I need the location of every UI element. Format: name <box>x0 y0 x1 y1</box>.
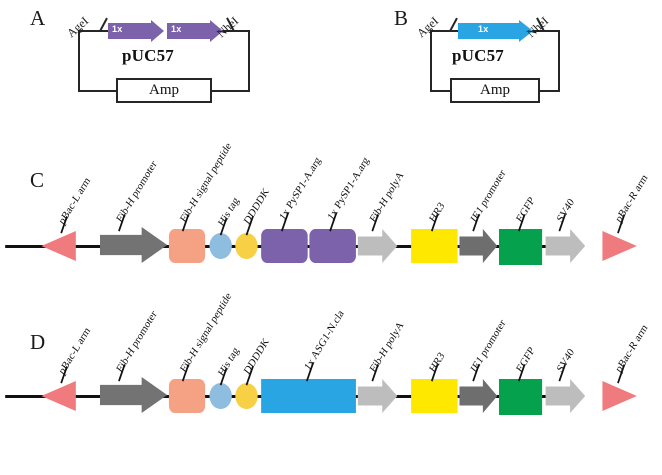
insert-arrow-1-b: 1x <box>458 20 533 42</box>
amp-marker-label-b: Amp <box>480 82 510 98</box>
feature-label-his-tag-d: His tag <box>216 345 242 379</box>
feature-label-hr3-c: HR3 <box>427 200 447 225</box>
vector-name-a: pUC57 <box>122 46 175 65</box>
feature-pysp1-a-arg-2-c <box>309 229 356 263</box>
feature-pysp1-a-arg-1-c <box>261 229 308 263</box>
feature-label-fib-h-polya-d: Fib-H polyA <box>368 319 406 375</box>
feature-ddddk-d <box>235 383 258 409</box>
feature-label-pysp1-a-arg-1-c: 1x PySP1-A.arg <box>277 155 323 223</box>
feature-label-sv40-d: SV40 <box>555 346 577 375</box>
amp-marker-label-a: Amp <box>149 82 179 98</box>
feature-sv40-d <box>545 379 586 413</box>
restriction-site-left-b: AgeI <box>413 13 442 41</box>
plasmid-backbone-bottom-right-a <box>212 90 250 92</box>
feature-fib-h-signal-peptide-d <box>168 379 206 413</box>
feature-fib-h-polya-c <box>357 229 398 263</box>
plasmid-backbone-bottom-left-a <box>78 90 116 92</box>
feature-label-pbac-l-arm-c: pBac-L arm <box>57 175 93 227</box>
feature-label-pysp1-a-arg-2-c: 1x PySP1-A.arg <box>325 155 372 223</box>
feature-hr3-d <box>411 379 458 413</box>
feature-egfp-c <box>499 229 543 265</box>
plasmid-backbone-top-right-a <box>222 30 250 32</box>
feature-hr3-c <box>411 229 458 263</box>
feature-label-ddddk-d: DDDDK <box>242 336 272 377</box>
feature-label-sv40-c: SV40 <box>555 196 577 225</box>
insert-arrow-1-label-b: 1x <box>478 24 489 34</box>
restriction-site-left-a: AgeI <box>63 13 92 41</box>
feature-label-ie1-promoter-c: IE1 promoter <box>468 167 508 225</box>
plasmid-backbone-top-right-b <box>532 30 560 32</box>
feature-label-ddddk-c: DDDDK <box>242 186 272 227</box>
feature-label-hr3-d: HR3 <box>427 350 447 375</box>
restriction-site-tick-left-b <box>449 17 458 31</box>
insert-arrow-1-label-a: 1x <box>112 24 123 34</box>
plasmid-backbone-left-a <box>78 30 80 92</box>
feature-ddddk-c <box>235 233 258 259</box>
plasmid-backbone-top-left-b <box>430 30 458 32</box>
feature-pbac-l-arm-d <box>41 381 76 411</box>
panel-letter-d: D <box>30 330 46 354</box>
panel-letter-a: A <box>30 6 46 30</box>
feature-sv40-c <box>545 229 586 263</box>
insert-arrow-2-a: 1x <box>167 20 223 42</box>
construct-d: pBac-L arm Fib-H promoter Fib-H signal p… <box>0 291 650 475</box>
plasmid-backbone-right-a <box>248 30 250 92</box>
insert-arrow-2-label-a: 1x <box>171 24 182 34</box>
feature-his-tag-d <box>209 383 232 409</box>
plasmid-map-b: 1x AgeI NheI pUC57 Amp <box>414 14 650 103</box>
plasmid-backbone-bottom-right-b <box>530 90 560 92</box>
amp-marker-a: Amp <box>116 78 212 103</box>
plasmid-backbone-bottom-left-b <box>430 90 460 92</box>
feature-fib-h-polya-d <box>357 379 398 413</box>
feature-label-egfp-d: EGFP <box>514 345 538 375</box>
amp-marker-b: Amp <box>450 78 540 103</box>
insert-arrow-1-a: 1x <box>108 20 164 42</box>
feature-fib-h-signal-peptide-c <box>168 229 206 263</box>
feature-label-pbac-l-arm-d: pBac-L arm <box>57 325 93 377</box>
plasmid-backbone-right-b <box>558 30 560 92</box>
feature-ie1-promoter-c <box>459 229 498 263</box>
feature-pbac-r-arm-d <box>602 381 637 411</box>
plasmid-backbone-top-left-a <box>78 30 108 32</box>
construct-c: pBac-L arm Fib-H promoter Fib-H signal p… <box>0 141 650 325</box>
feature-fib-h-promoter-c <box>99 227 168 263</box>
vector-name-b: pUC57 <box>452 46 505 65</box>
feature-ie1-promoter-d <box>459 379 498 413</box>
panel-letter-b: B <box>394 6 409 30</box>
feature-label-his-tag-c: His tag <box>216 195 242 229</box>
panel-letter-c: C <box>30 168 45 192</box>
feature-fib-h-promoter-d <box>99 377 168 413</box>
feature-asg1-n-cla-d <box>261 379 356 413</box>
feature-label-fib-h-polya-c: Fib-H polyA <box>368 169 406 225</box>
feature-label-pbac-r-arm-d: pBac-R arm <box>613 322 650 375</box>
plasmid-map-a: 1x 1x AgeI NheI pUC57 Amp <box>60 13 320 103</box>
feature-pbac-l-arm-c <box>41 231 76 261</box>
feature-his-tag-c <box>209 233 232 259</box>
feature-label-pbac-r-arm-c: pBac-R arm <box>613 172 650 225</box>
restriction-site-tick-left-a <box>99 17 108 31</box>
feature-label-fib-h-promoter-c: Fib-H promoter <box>114 158 160 225</box>
plasmid-backbone-left-b <box>430 30 432 92</box>
feature-egfp-d <box>499 379 543 415</box>
feature-pbac-r-arm-c <box>602 231 637 261</box>
feature-label-egfp-c: EGFP <box>514 195 538 225</box>
feature-label-ie1-promoter-d: IE1 promoter <box>468 317 508 375</box>
